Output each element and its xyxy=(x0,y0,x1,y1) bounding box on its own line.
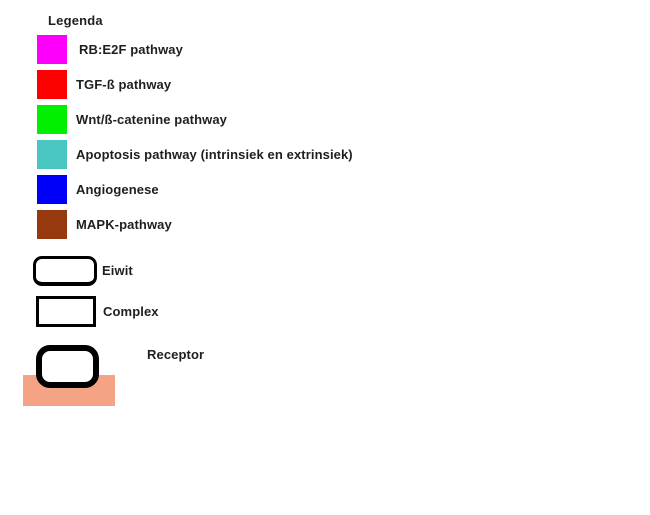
legend-item-label: Angiogenese xyxy=(76,182,159,197)
tgf-b-color-swatch xyxy=(37,70,67,99)
legend-item-label: MAPK-pathway xyxy=(76,217,172,232)
legend-item-mapk: MAPK-pathway xyxy=(37,210,172,239)
legend-item-rb-e2f: RB:E2F pathway xyxy=(37,35,183,64)
angiogenese-color-swatch xyxy=(37,175,67,204)
legend-item-label: Wnt/ß-catenine pathway xyxy=(76,112,227,127)
legend-item-tgf-b: TGF-ß pathway xyxy=(37,70,171,99)
receptor-shape-symbol xyxy=(36,345,99,388)
legend-item-apoptosis: Apoptosis pathway (intrinsiek en extrins… xyxy=(37,140,353,169)
receptor-label: Receptor xyxy=(147,347,205,362)
legend-item-label: RB:E2F pathway xyxy=(79,42,183,57)
wnt-color-swatch xyxy=(37,105,67,134)
mapk-color-swatch xyxy=(37,210,67,239)
legend-title: Legenda xyxy=(48,13,103,28)
legend-item-label: Apoptosis pathway (intrinsiek en extrins… xyxy=(76,147,353,162)
legend-item-label: TGF-ß pathway xyxy=(76,77,172,92)
legend-item-angiogenese: Angiogenese xyxy=(37,175,159,204)
legend-item-wnt: Wnt/ß-catenine pathway xyxy=(37,105,227,134)
eiwit-shape-symbol xyxy=(33,256,97,286)
complex-shape-symbol xyxy=(36,296,96,327)
complex-label: Complex xyxy=(103,304,159,319)
apoptosis-color-swatch xyxy=(37,140,67,169)
rb-e2f-color-swatch xyxy=(37,35,67,64)
eiwit-label: Eiwit xyxy=(102,263,133,278)
